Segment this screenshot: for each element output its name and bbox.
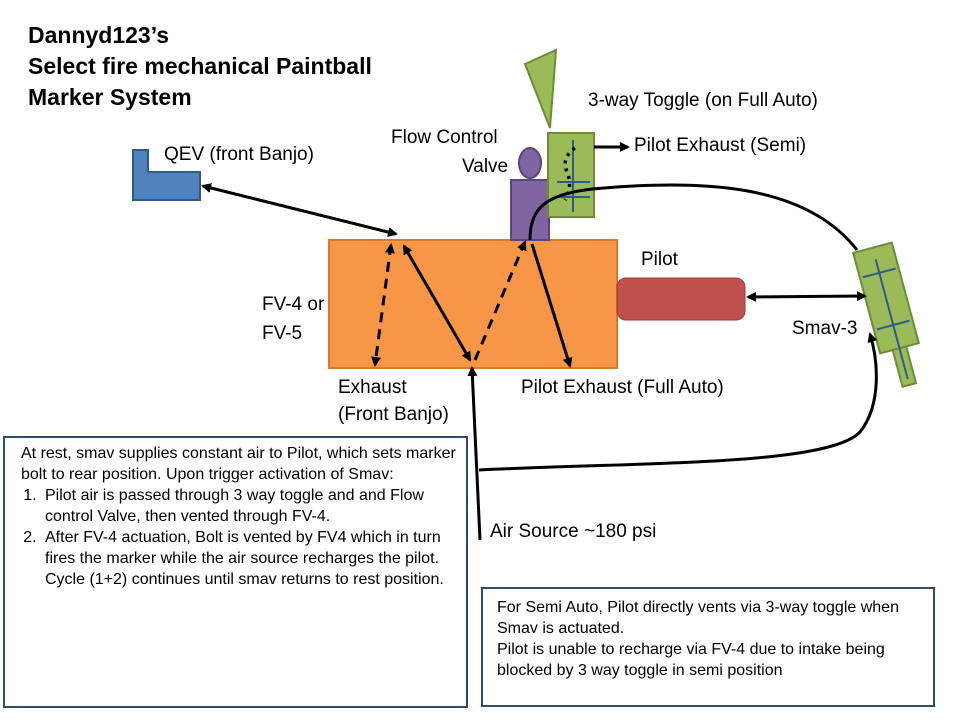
arrow-pilot-exhaust-full [530,243,573,368]
label-smav: Smav-3 [792,318,858,339]
left-box-intro: At rest, smav supplies constant air to P… [21,445,456,483]
left-box-step-2: After FV-4 actuation, Bolt is vented by … [41,527,456,590]
title-line-3: Marker System [28,84,192,110]
label-flow-control-2: Valve [462,156,509,177]
label-fv-1: FV-4 or [262,294,325,315]
arrow-pilot-smav [746,291,867,302]
right-info-box: For Semi Auto, Pilot directly vents via … [481,587,935,707]
label-exhaust-2: (Front Banjo) [338,404,449,425]
label-qev: QEV (front Banjo) [164,144,314,165]
toggle-semi-path [563,146,577,201]
title-line-1: Dannyd123’s [28,22,170,48]
label-air-source: Air Source ~180 psi [490,521,657,542]
label-pilot: Pilot [641,249,678,270]
toggle-valve-icon [523,48,595,218]
qev-icon [132,149,201,201]
arrow-air-source [467,366,482,541]
fv-body [328,239,618,369]
left-box-steps: Pilot air is passed through 3 way toggle… [3,485,456,590]
arrow-flow-dashed [473,240,527,361]
line-air-smav [478,332,878,472]
left-info-box: At rest, smav supplies constant air to P… [3,436,468,708]
label-pilot-exhaust-semi: Pilot Exhaust (Semi) [634,135,807,156]
title-line-2: Select fire mechanical Paintball [28,53,372,79]
right-box-line-1: For Semi Auto, Pilot directly vents via … [497,599,899,637]
arrow-qev-fv [201,183,398,237]
line-toggle-smav [528,183,859,251]
label-exhaust-1: Exhaust [338,377,407,398]
right-box-line-2: Pilot is unable to recharge via FV-4 due… [497,641,885,679]
label-flow-control-1: Flow Control [391,127,498,148]
left-box-step-1: Pilot air is passed through 3 way toggle… [41,485,456,527]
page-title: Dannyd123’s Select fire mechanical Paint… [28,20,372,113]
pilot-cylinder-icon [616,277,746,321]
arrow-exhaust-dashed [371,243,395,367]
label-toggle: 3-way Toggle (on Full Auto) [588,90,818,111]
label-fv-2: FV-5 [262,323,303,344]
arrow-fv-cross [402,244,472,362]
smav-valve-icon [851,241,921,388]
label-pilot-exhaust-full: Pilot Exhaust (Full Auto) [521,377,724,398]
